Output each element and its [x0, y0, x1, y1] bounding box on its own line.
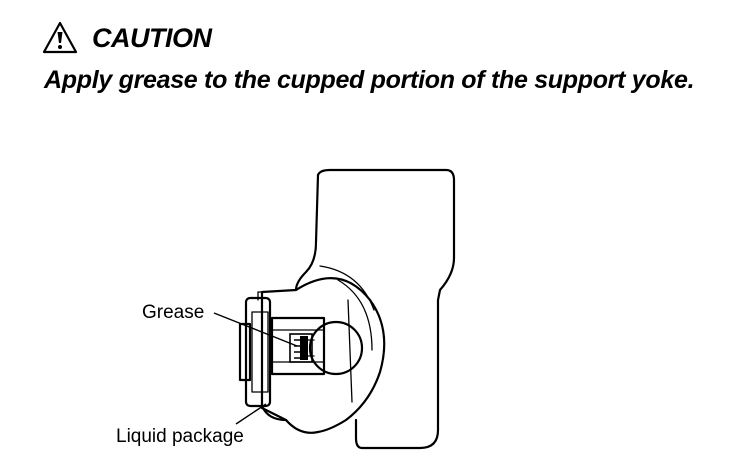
yoke-body [294, 168, 456, 450]
caution-instruction: Apply grease to the cupped portion of th… [44, 66, 695, 94]
liquid-package-callout: Liquid package [116, 403, 267, 447]
warning-triangle-icon [42, 21, 78, 54]
cross-joint-assembly [238, 265, 386, 434]
grease-label: Grease [142, 302, 204, 323]
grease-callout: Grease [142, 302, 298, 347]
liquid-package-label: Liquid package [116, 426, 244, 447]
caution-heading: CAUTION [92, 22, 212, 53]
caution-header: CAUTION [42, 20, 212, 56]
